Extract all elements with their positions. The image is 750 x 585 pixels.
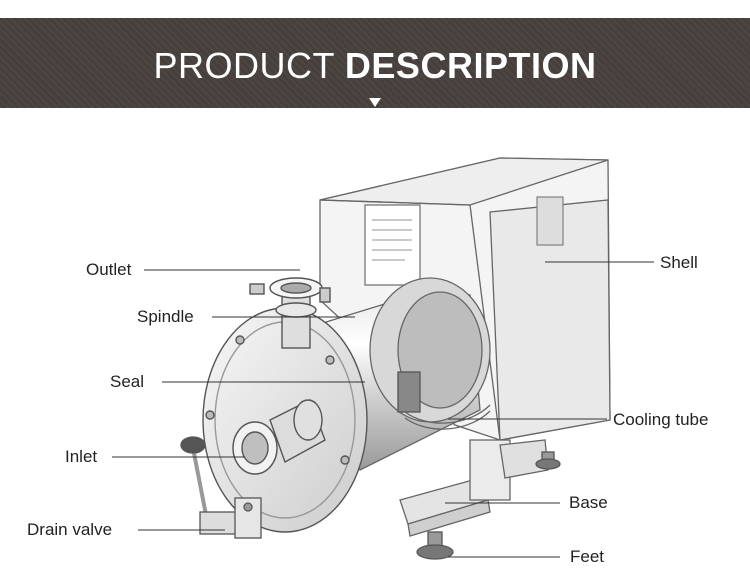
label-feet: Feet [570, 547, 605, 566]
label-outlet: Outlet [86, 260, 132, 279]
title-bold: DESCRIPTION [344, 45, 597, 86]
label-seal: Seal [110, 372, 145, 391]
title-light: PRODUCT [153, 45, 335, 86]
label-inlet: Inlet [65, 447, 98, 466]
page-title: PRODUCT DESCRIPTION [0, 46, 750, 86]
triangle-down-icon [369, 98, 381, 107]
cooling-tube [404, 404, 491, 430]
leader-lines [112, 261, 654, 558]
base-frame [399, 439, 549, 537]
label-cooling-tube: Cooling tube [613, 410, 709, 429]
header-banner: PRODUCT DESCRIPTION [0, 18, 750, 108]
feet [416, 451, 561, 560]
label-base: Base [569, 493, 608, 512]
drain-valve-assembly [180, 436, 262, 539]
label-shell: Shell [660, 253, 698, 272]
label-drain-valve: Drain valve [27, 520, 113, 539]
outlet-port [249, 277, 331, 349]
inlet-port [232, 399, 326, 475]
label-spindle: Spindle [137, 307, 194, 326]
